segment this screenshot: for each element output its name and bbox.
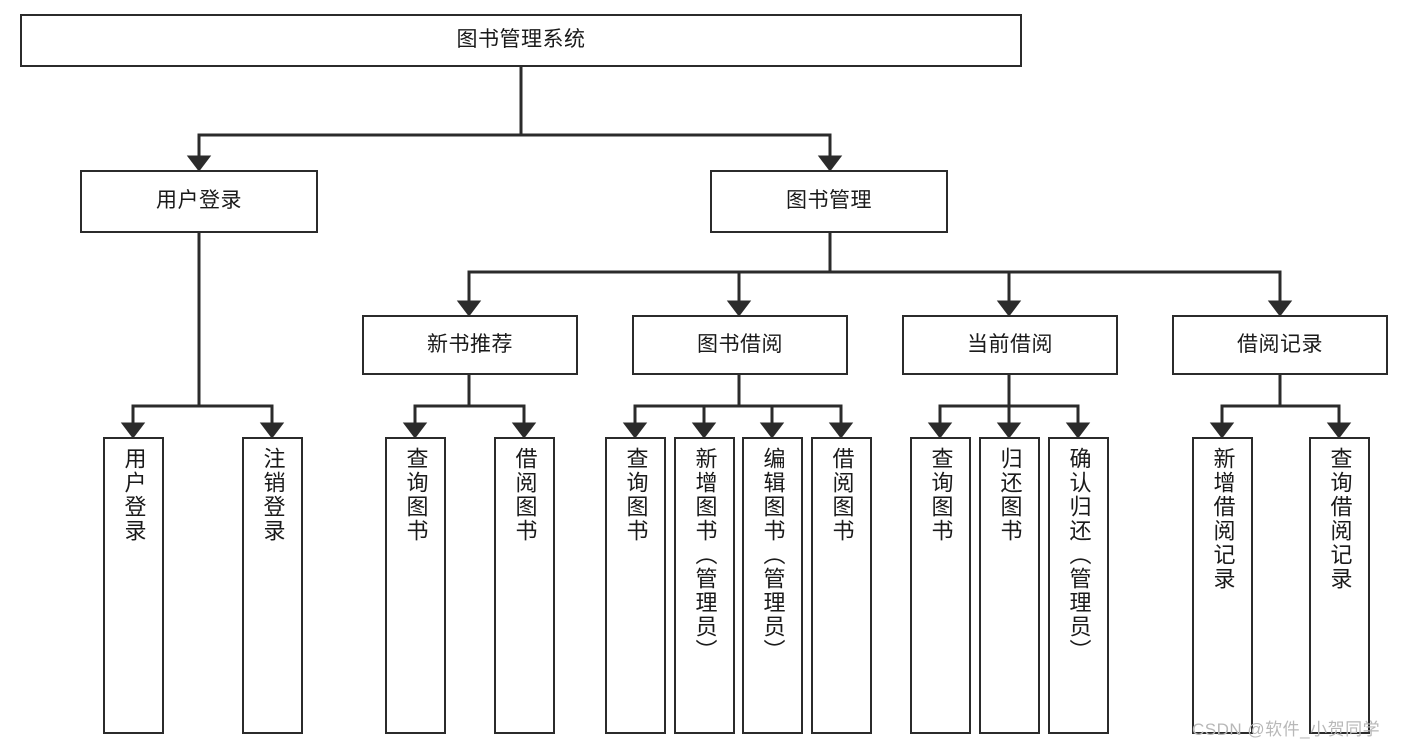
node-borrow-record-label: 借阅记录 bbox=[1237, 332, 1323, 356]
leaf-user-login-2-label: 注销登录 bbox=[260, 447, 286, 543]
leaf-current-borrow-1[interactable]: 查询图书 bbox=[910, 437, 971, 734]
node-book-management[interactable]: 图书管理 bbox=[710, 170, 948, 233]
leaf-user-login-1[interactable]: 用户登录 bbox=[103, 437, 164, 734]
csdn-watermark: CSDN @软件_小贺同学 bbox=[1192, 720, 1381, 739]
node-new-book-recommend[interactable]: 新书推荐 bbox=[362, 315, 578, 375]
leaf-new-book-2[interactable]: 借阅图书 bbox=[494, 437, 555, 734]
node-user-login-label: 用户登录 bbox=[156, 189, 242, 213]
node-user-login[interactable]: 用户登录 bbox=[80, 170, 318, 233]
node-book-borrow[interactable]: 图书借阅 bbox=[632, 315, 848, 375]
node-root-label: 图书管理系统 bbox=[456, 28, 586, 52]
leaf-book-borrow-1[interactable]: 查询图书 bbox=[605, 437, 666, 734]
leaf-new-book-1-label: 查询图书 bbox=[403, 447, 429, 543]
node-book-management-label: 图书管理 bbox=[786, 189, 872, 213]
leaf-user-login-1-label: 用户登录 bbox=[121, 447, 147, 543]
leaf-new-book-1[interactable]: 查询图书 bbox=[385, 437, 446, 734]
leaf-book-borrow-2-label: 新增图书（管理员） bbox=[692, 447, 718, 663]
leaf-current-borrow-1-label: 查询图书 bbox=[928, 447, 954, 543]
leaf-borrow-record-2-label: 查询借阅记录 bbox=[1327, 447, 1353, 591]
leaf-user-login-2[interactable]: 注销登录 bbox=[242, 437, 303, 734]
leaf-current-borrow-2-label: 归还图书 bbox=[997, 447, 1023, 543]
node-current-borrow[interactable]: 当前借阅 bbox=[902, 315, 1118, 375]
node-book-borrow-label: 图书借阅 bbox=[697, 332, 783, 356]
leaf-current-borrow-2[interactable]: 归还图书 bbox=[979, 437, 1040, 734]
leaf-borrow-record-1-label: 新增借阅记录 bbox=[1210, 447, 1236, 591]
node-new-book-recommend-label: 新书推荐 bbox=[427, 332, 513, 356]
leaf-book-borrow-4-label: 借阅图书 bbox=[829, 447, 855, 543]
leaf-current-borrow-3[interactable]: 确认归还（管理员） bbox=[1048, 437, 1109, 734]
node-borrow-record[interactable]: 借阅记录 bbox=[1172, 315, 1388, 375]
node-root[interactable]: 图书管理系统 bbox=[20, 14, 1022, 67]
leaf-book-borrow-2[interactable]: 新增图书（管理员） bbox=[674, 437, 735, 734]
leaf-borrow-record-1[interactable]: 新增借阅记录 bbox=[1192, 437, 1253, 734]
leaf-book-borrow-4[interactable]: 借阅图书 bbox=[811, 437, 872, 734]
node-current-borrow-label: 当前借阅 bbox=[967, 332, 1053, 356]
leaf-book-borrow-3[interactable]: 编辑图书（管理员） bbox=[742, 437, 803, 734]
leaf-new-book-2-label: 借阅图书 bbox=[512, 447, 538, 543]
leaf-current-borrow-3-label: 确认归还（管理员） bbox=[1066, 447, 1092, 663]
leaf-book-borrow-3-label: 编辑图书（管理员） bbox=[760, 447, 786, 663]
leaf-borrow-record-2[interactable]: 查询借阅记录 bbox=[1309, 437, 1370, 734]
leaf-book-borrow-1-label: 查询图书 bbox=[623, 447, 649, 543]
